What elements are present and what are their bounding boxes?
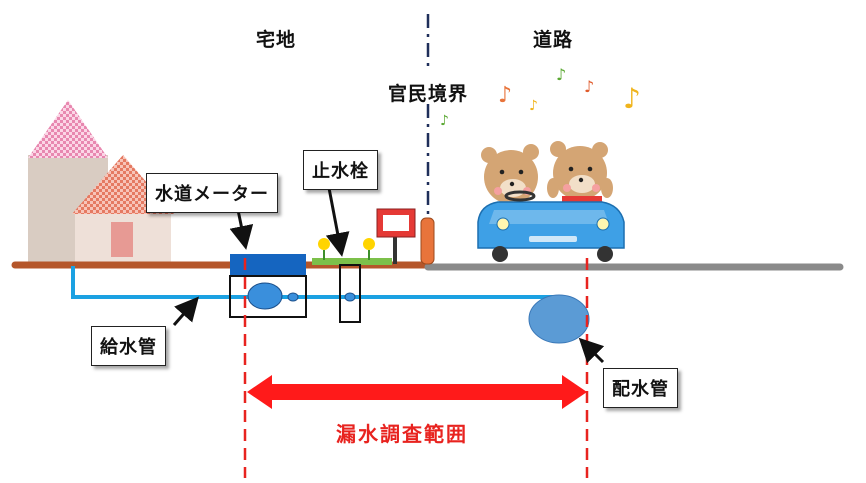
svg-text:♪: ♪ [623, 82, 641, 115]
mailbox [376, 208, 416, 264]
boundary-label: 官民境界 [388, 83, 469, 105]
stopcock-label: 止水栓 [303, 150, 378, 190]
survey-range-arrow [247, 375, 587, 409]
meter-label: 水道メーター [146, 173, 278, 213]
service-pipe [71, 266, 555, 299]
stopcock-pointer-arrow [325, 187, 350, 257]
distribution-main-label: 配水管 [603, 368, 678, 408]
svg-text:♪: ♪ [498, 83, 512, 108]
car [477, 190, 625, 262]
main-pointer-arrow [578, 337, 605, 364]
stopcock [339, 264, 361, 323]
svg-text:♪: ♪ [584, 77, 594, 96]
svg-text:♪: ♪ [556, 65, 566, 84]
water-meter [229, 254, 307, 318]
service-pipe-pointer-arrow [172, 296, 199, 326]
boundary-marker-post [420, 217, 435, 265]
survey-range-label: 漏水調査範囲 [336, 422, 468, 446]
meter-pointer-arrow [229, 209, 254, 250]
flowers [312, 238, 392, 265]
residential-label: 宅地 [256, 29, 297, 51]
service-pipe-label: 給水管 [91, 326, 166, 366]
road-label: 道路 [533, 29, 574, 51]
svg-text:♪: ♪ [440, 113, 449, 129]
music-notes-icon: ♪ ♪ ♪ ♪ ♪ ♪ [440, 65, 641, 129]
bear-driver [481, 144, 539, 204]
svg-text:♪: ♪ [529, 98, 538, 114]
distribution-main [528, 294, 590, 344]
bear-passenger [547, 141, 613, 206]
